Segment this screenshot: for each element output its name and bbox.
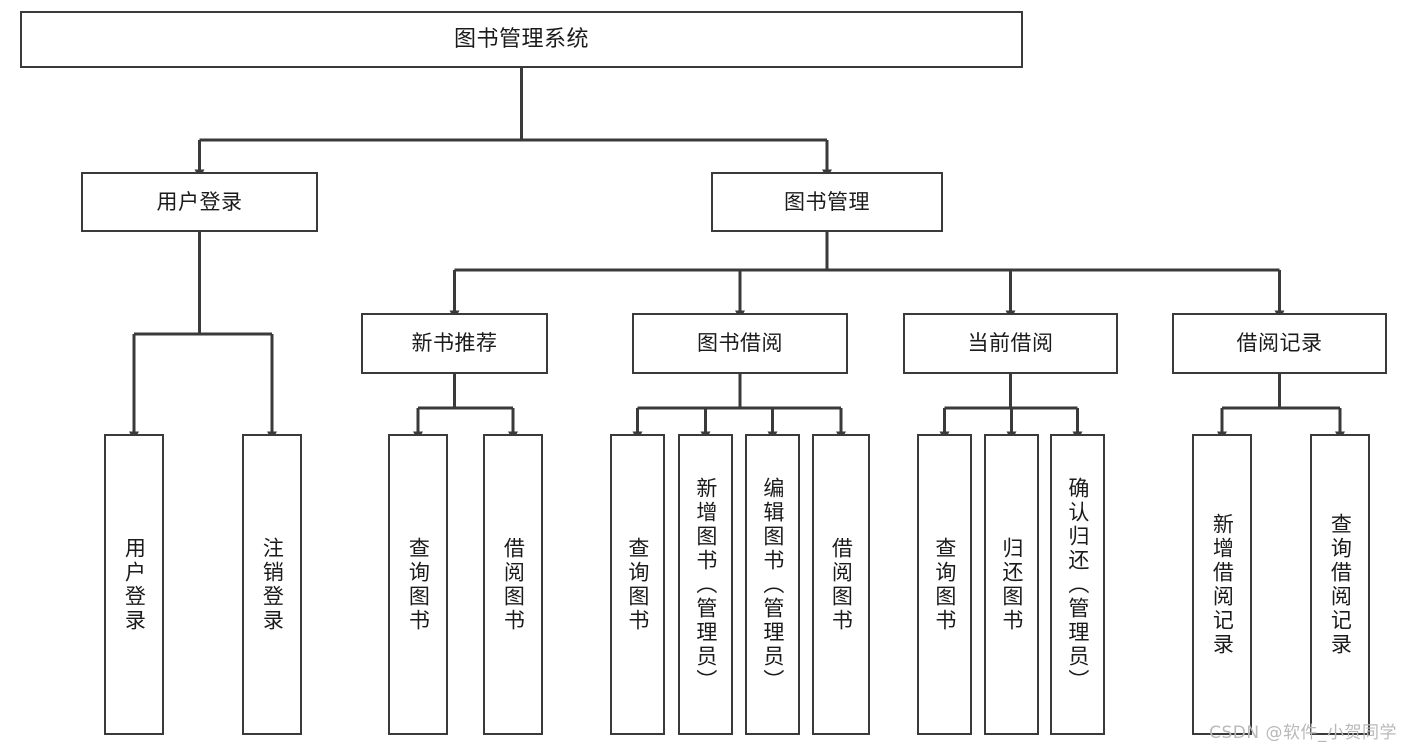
node-leaf-user-login[interactable]: 用户登录 bbox=[104, 434, 164, 735]
watermark: CSDN @软件_小贺同学 bbox=[1209, 723, 1397, 743]
node-leaf-query-book-1[interactable]: 查询图书 bbox=[388, 434, 448, 735]
node-label: 新增图书（管理员） bbox=[693, 476, 718, 693]
connector-lines bbox=[129, 68, 1345, 441]
node-label: 编辑图书（管理员） bbox=[760, 476, 785, 693]
node-book-manage[interactable]: 图书管理 bbox=[711, 172, 943, 232]
node-label: 注销登录 bbox=[260, 536, 285, 633]
node-label: 查询借阅记录 bbox=[1328, 512, 1353, 657]
node-label: 借阅图书 bbox=[829, 536, 854, 633]
node-label: 图书管理 bbox=[784, 189, 870, 214]
node-root[interactable]: 图书管理系统 bbox=[20, 11, 1023, 68]
node-label: 查询图书 bbox=[932, 536, 957, 633]
node-label: 借阅记录 bbox=[1236, 331, 1323, 356]
node-leaf-borrow-book-2[interactable]: 借阅图书 bbox=[812, 434, 870, 735]
node-leaf-confirm-return[interactable]: 确认归还（管理员） bbox=[1050, 434, 1105, 735]
node-label: 用户登录 bbox=[156, 189, 243, 214]
node-label: 当前借阅 bbox=[967, 331, 1054, 356]
node-borrow-record[interactable]: 借阅记录 bbox=[1172, 313, 1387, 374]
node-user-login[interactable]: 用户登录 bbox=[81, 172, 318, 232]
node-label: 归还图书 bbox=[999, 536, 1024, 633]
node-leaf-borrow-book-1[interactable]: 借阅图书 bbox=[483, 434, 543, 735]
node-leaf-logout[interactable]: 注销登录 bbox=[242, 434, 302, 735]
node-label: 新增借阅记录 bbox=[1210, 512, 1235, 657]
node-leaf-add-book[interactable]: 新增图书（管理员） bbox=[678, 434, 733, 735]
node-leaf-query-book-2[interactable]: 查询图书 bbox=[610, 434, 665, 735]
node-label: 新书推荐 bbox=[411, 331, 498, 356]
node-label: 确认归还（管理员） bbox=[1065, 476, 1090, 693]
node-leaf-edit-book[interactable]: 编辑图书（管理员） bbox=[745, 434, 800, 735]
node-label: 查询图书 bbox=[406, 536, 431, 633]
node-label: 图书管理系统 bbox=[453, 26, 589, 52]
node-label: 借阅图书 bbox=[501, 536, 526, 633]
node-leaf-query-record[interactable]: 查询借阅记录 bbox=[1310, 434, 1370, 735]
node-leaf-query-book-3[interactable]: 查询图书 bbox=[917, 434, 972, 735]
node-label: 查询图书 bbox=[625, 536, 650, 633]
node-leaf-add-record[interactable]: 新增借阅记录 bbox=[1192, 434, 1252, 735]
node-current-borrow[interactable]: 当前借阅 bbox=[903, 313, 1118, 374]
node-new-book-rec[interactable]: 新书推荐 bbox=[361, 313, 548, 374]
node-book-borrow[interactable]: 图书借阅 bbox=[632, 313, 848, 374]
node-leaf-return-book[interactable]: 归还图书 bbox=[984, 434, 1039, 735]
node-label: 用户登录 bbox=[122, 536, 147, 633]
node-label: 图书借阅 bbox=[697, 331, 783, 356]
